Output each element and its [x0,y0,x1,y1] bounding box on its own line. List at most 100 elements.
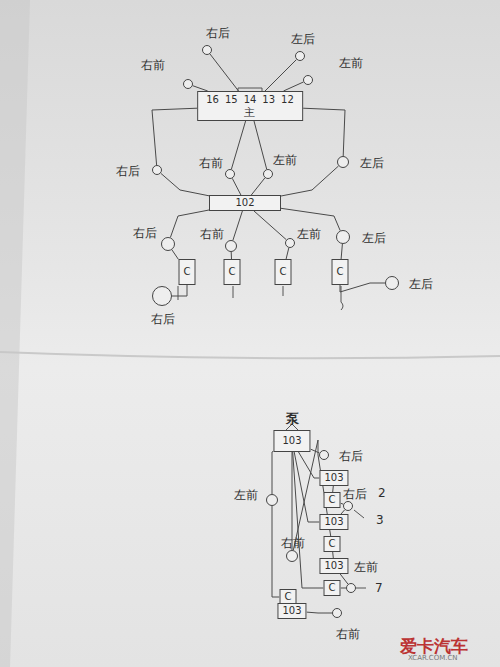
wheel-circle: 左前 [266,494,278,506]
pipe-line [272,506,280,597]
valve-box: C [324,580,341,596]
leader-line [356,588,366,589]
pipe-line [231,121,245,169]
valve-box: 102 [209,195,281,211]
wheel-label: 左后 [360,156,384,170]
pipe-line [172,285,187,296]
valve-box: C [179,259,196,285]
pipe-line [232,178,241,195]
pipe-line [281,166,339,196]
box-number: C [329,582,336,593]
box-number: C [229,266,236,277]
wheel-circle: 左前 [285,238,295,248]
pipe-line [210,54,239,91]
box-title: 主 [244,107,255,119]
pipe-line [265,60,297,92]
wheel-label: 右前 [336,627,360,641]
wheel-circle: 左后 [295,51,305,61]
wheel-circle: 左前 [346,583,356,593]
wheel-label: 左前 [339,56,363,70]
pipe-line [341,244,342,259]
callout-number: 3 [376,513,384,527]
pipe-line [272,451,274,494]
wheel-circle: 左后 [385,276,399,290]
port-number: 13 [262,94,275,106]
wheel-circle: 左后 [336,230,350,244]
box-number: 103 [324,560,343,571]
valve-box: C [324,536,341,552]
box-number: C [329,538,336,549]
box-number: C [329,494,336,505]
box-number: C [337,266,344,277]
pipe-line [254,121,267,169]
pipe-line [340,574,348,584]
wheel-label: 左后 [291,32,315,46]
pipe-line [251,178,265,195]
wheel-circle: 右前 [286,550,298,562]
valve-box: 103 [319,470,348,486]
wheel-circle: 右前 [225,240,237,252]
wheel-label: 左前 [354,560,378,574]
pump-heading: 泵 [286,413,299,425]
port-row: 1615141312 [206,94,294,106]
box-number: C [280,266,287,277]
wheel-circle: 右后 [161,237,175,251]
callout-number: 2 [378,486,386,500]
wheel-label: 左后 [409,277,433,291]
wheel-circle: 右后 [152,165,162,175]
wheel-label: 右前 [281,536,305,550]
port-number: 12 [281,94,294,106]
pipe-line [299,452,320,478]
leader-line [354,510,364,518]
box-number: C [184,266,191,277]
pipe-line [294,452,319,522]
wheel-label: 右后 [151,312,175,326]
wheel-label: 左前 [273,153,297,167]
wheel-label: 右后 [133,226,157,240]
box-number: C [285,591,292,602]
pipe-line [284,82,304,91]
wheel-circle: 右后 [343,501,353,511]
wheel-circle: 右前 [183,79,193,89]
valve-box: C [224,259,241,285]
pipe-line [161,173,209,196]
valve-box: C [275,259,292,285]
pipe-stub [178,286,343,310]
fold-line [0,352,500,358]
pipe-line [286,248,289,259]
pump-box: 泵103 [273,430,310,452]
valve-box: 103 [319,514,348,530]
wheel-circle: 右前 [225,169,235,179]
wheel-label: 右后 [116,164,140,178]
box-number: 103 [282,435,301,446]
wheel-label: 右后 [343,487,367,501]
wheel-circle: 右前 [332,608,342,618]
wheel-circle: 右后 [319,450,329,460]
pipe-line [152,108,197,165]
valve-box: C [324,492,341,508]
wheel-label: 左后 [362,231,386,245]
pipe-line [292,452,293,550]
wheel-circle: 左后 [337,156,349,168]
wheel-circle: 右后 [152,286,172,306]
pipe-line [303,108,345,156]
callout-number: 7 [375,581,383,595]
valve-box: 103 [319,558,348,574]
wheel-label: 右前 [199,156,223,170]
pipe-line [172,250,179,260]
pipe-line [307,612,333,614]
port-number: 15 [225,94,238,106]
valve-box: 103 [277,603,306,619]
watermark: XCAR.COM.CN [408,654,458,662]
valve-box: C [332,259,349,285]
wheel-circle: 左前 [263,169,273,179]
shadow [0,0,30,667]
box-number: 103 [324,516,343,527]
wheel-label: 左前 [297,227,321,241]
wheel-circle: 左前 [303,75,313,85]
wheel-label: 右后 [339,449,363,463]
port-number: 16 [206,94,219,106]
pipe-line [231,252,232,259]
wheel-label: 右前 [200,227,224,241]
wheel-label: 左前 [234,488,258,502]
